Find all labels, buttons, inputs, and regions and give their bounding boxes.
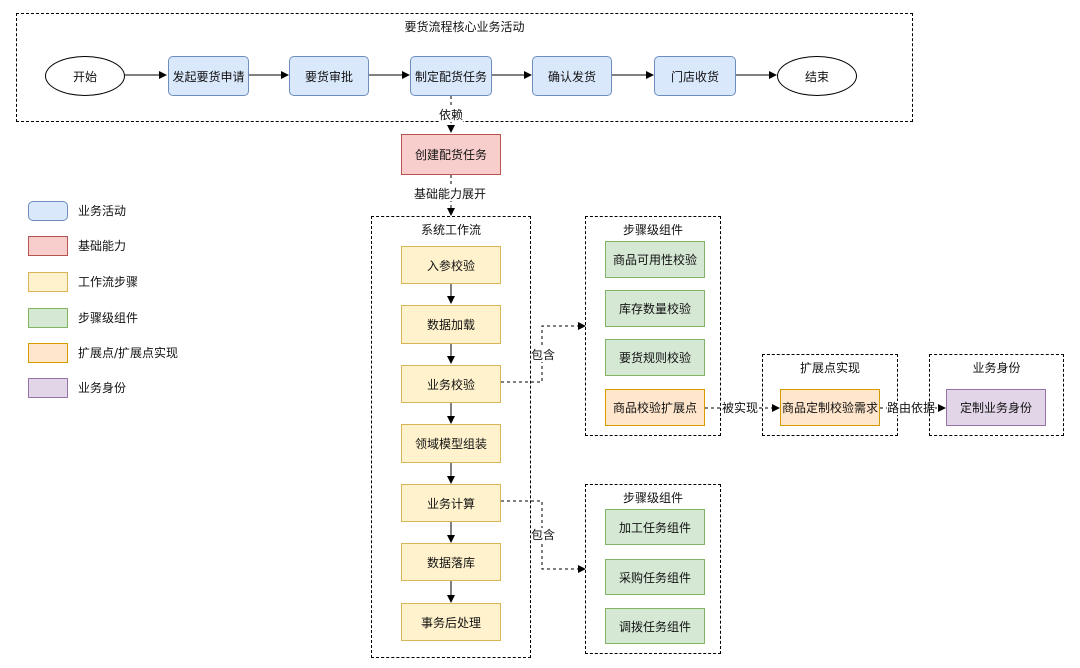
workflow-group: 系统工作流 (371, 216, 531, 658)
core-activity-group: 要货流程核心业务活动 (16, 13, 913, 122)
comp-ext-point: 商品校验扩展点 (605, 389, 705, 426)
step-component-group-1: 步骤级组件 (585, 216, 721, 436)
legend-swatch-workflow (28, 272, 68, 292)
flow-step-initiate: 发起要货申请 (168, 56, 249, 96)
legend-label-capability: 基础能力 (78, 239, 127, 253)
step-component-group-2: 步骤级组件 (585, 484, 721, 654)
ext-impl-title: 扩展点实现 (799, 361, 860, 375)
comp-transfer-task: 调拨任务组件 (605, 608, 705, 644)
base-capability-box: 创建配货任务 (401, 134, 501, 175)
flow-step-approve: 要货审批 (289, 56, 369, 96)
legend-swatch-capability (28, 236, 68, 256)
legend-label-identity: 业务身份 (78, 381, 127, 395)
identity-title: 业务身份 (972, 361, 1021, 375)
end-node: 结束 (777, 56, 857, 96)
step-component-title-1: 步骤级组件 (622, 223, 683, 237)
legend-label-extension: 扩展点/扩展点实现 (78, 346, 179, 360)
wf-step-model-assemble: 领域模型组装 (401, 424, 501, 463)
wf-step-post-process: 事务后处理 (401, 603, 501, 641)
legend-swatch-activity (28, 201, 68, 221)
flow-step-receive: 门店收货 (654, 56, 736, 96)
core-activity-title: 要货流程核心业务活动 (404, 20, 525, 34)
comp-purchase-task: 采购任务组件 (605, 559, 705, 595)
contains-label-1: 包含 (531, 348, 556, 362)
contains-label-2: 包含 (531, 528, 556, 542)
start-node: 开始 (45, 56, 125, 96)
comp-process-task: 加工任务组件 (605, 509, 705, 545)
flow-step-plan: 制定配货任务 (410, 56, 492, 96)
comp-stock-check: 库存数量校验 (605, 290, 705, 327)
wf-step-biz-calc: 业务计算 (401, 484, 501, 522)
ext-impl-box: 商品定制校验需求 (780, 389, 880, 426)
flow-step-ship: 确认发货 (532, 56, 612, 96)
legend-swatch-component (28, 308, 68, 328)
comp-availability-check: 商品可用性校验 (605, 241, 705, 278)
legend-label-workflow: 工作流步骤 (78, 275, 139, 289)
legend-label-component: 步骤级组件 (78, 311, 139, 325)
workflow-title: 系统工作流 (420, 223, 481, 237)
legend-swatch-extension (28, 343, 68, 363)
legend-label-activity: 业务活动 (78, 204, 127, 218)
wf-step-data-load: 数据加载 (401, 305, 501, 344)
expand-label: 基础能力展开 (414, 187, 487, 201)
legend-swatch-identity (28, 378, 68, 398)
depends-label: 依赖 (439, 108, 464, 122)
comp-rule-check: 要货规则校验 (605, 339, 705, 376)
wf-step-biz-check: 业务校验 (401, 365, 501, 403)
route-label: 路由依据 (887, 401, 936, 415)
ext-impl-group: 扩展点实现 (762, 354, 898, 436)
wf-step-input-check: 入参校验 (401, 246, 501, 284)
identity-box: 定制业务身份 (946, 389, 1046, 426)
identity-group: 业务身份 (929, 354, 1064, 436)
wf-step-persist: 数据落库 (401, 543, 501, 581)
implemented-label: 被实现 (722, 401, 759, 415)
step-component-title-2: 步骤级组件 (622, 491, 683, 505)
